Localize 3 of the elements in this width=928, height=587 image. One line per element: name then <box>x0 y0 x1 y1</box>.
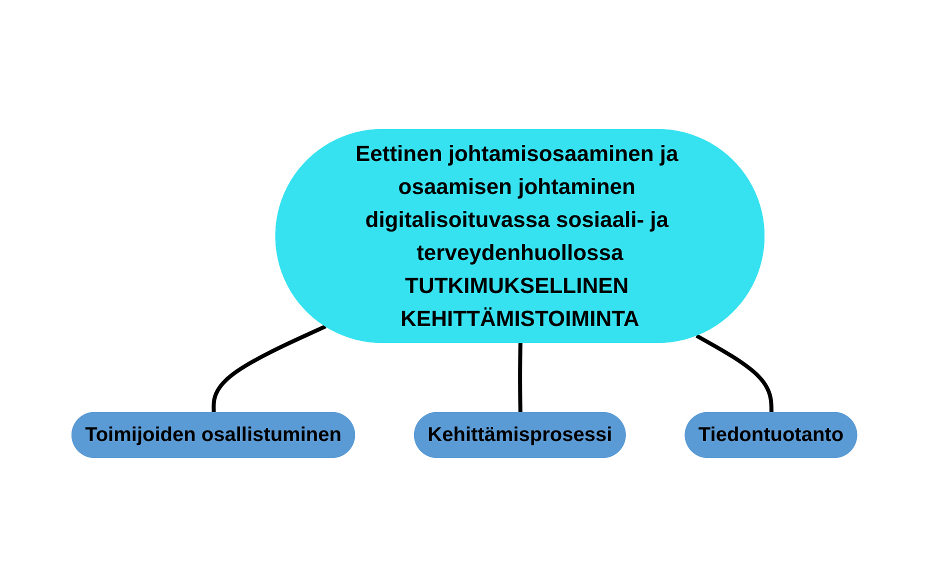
connector <box>518 342 522 414</box>
connector <box>211 324 326 414</box>
connector <box>695 334 774 414</box>
